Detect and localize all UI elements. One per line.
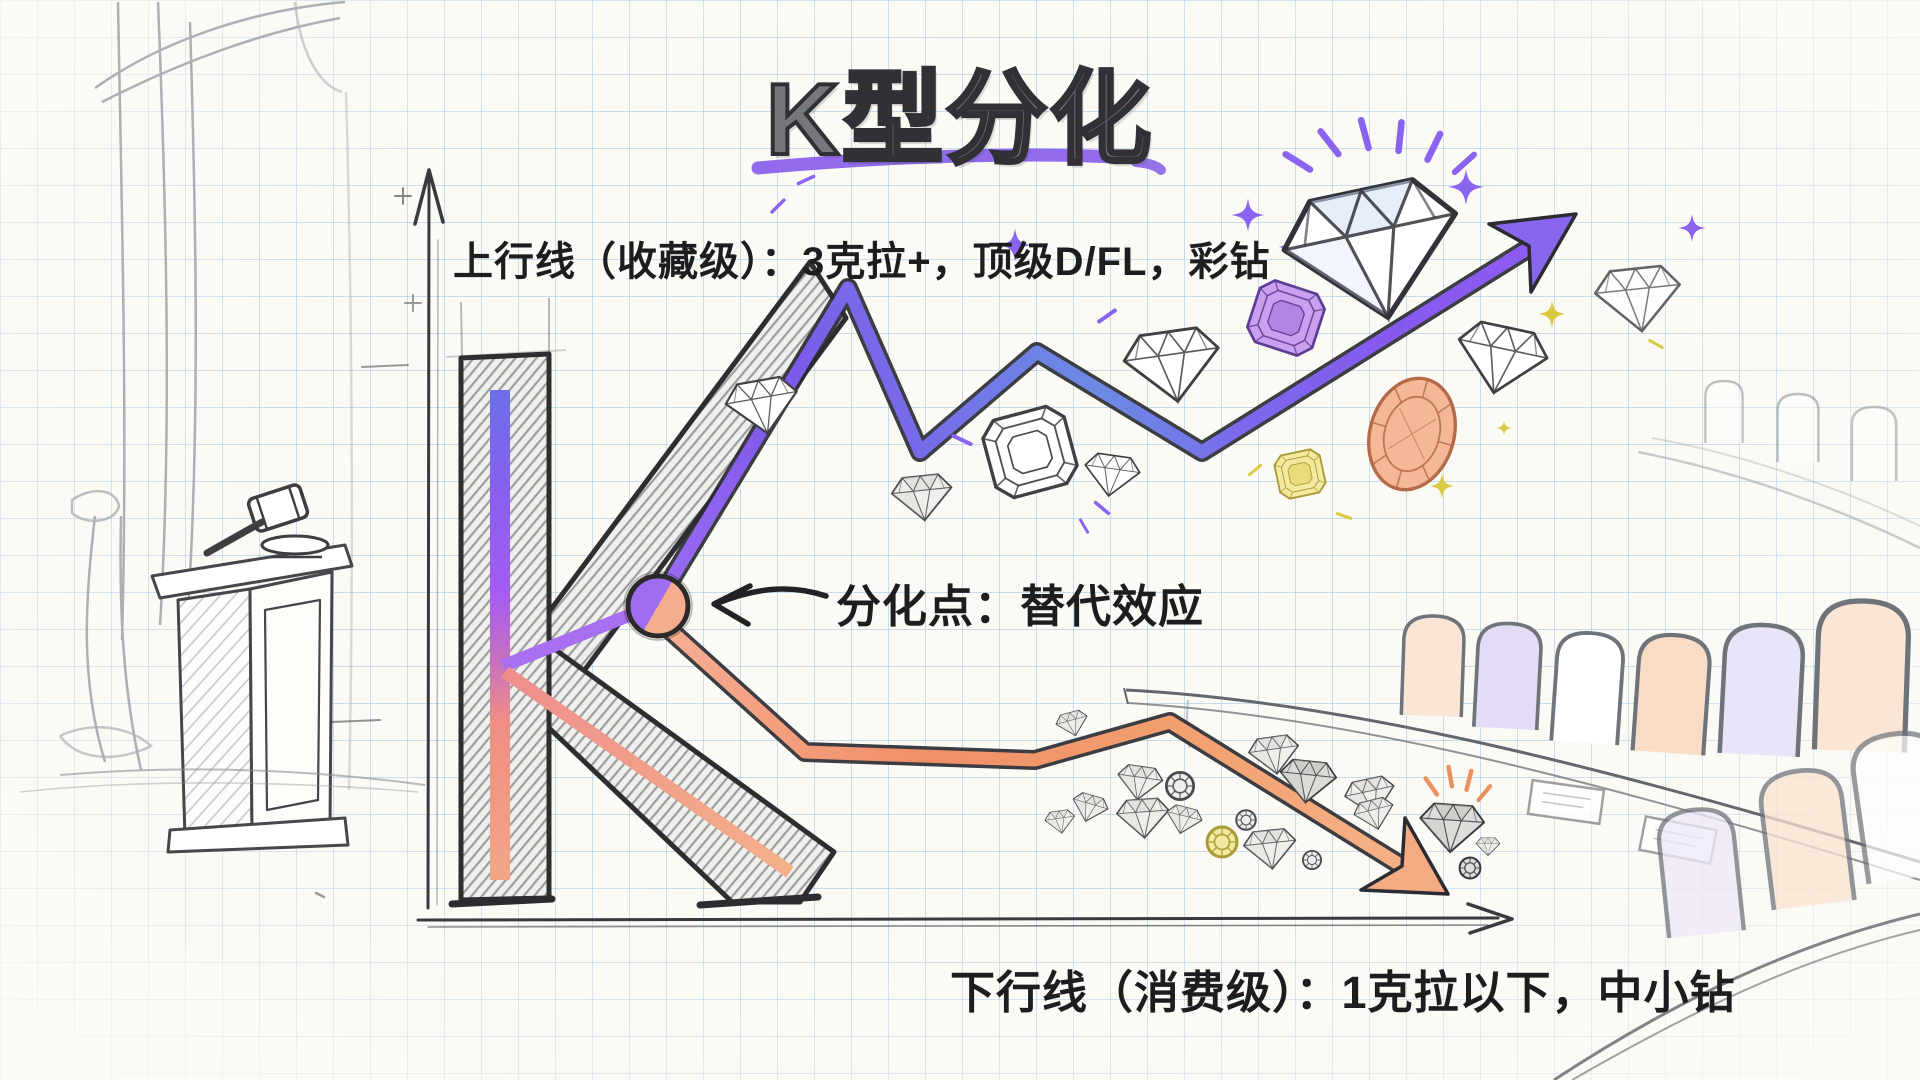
paper-icon [1526, 778, 1606, 826]
yellow-gem-icon [1271, 446, 1329, 502]
small-diamond-icon [1475, 837, 1501, 856]
diamond-icon [889, 472, 956, 525]
page-title: K型分化 [764, 62, 1154, 178]
small-diamond-icon [1417, 801, 1487, 856]
chair-icon [1720, 623, 1805, 757]
down-line-label: 下行线（消费级）：1克拉以下，中小钻 [950, 967, 1736, 1018]
diamond-icon [1080, 451, 1143, 501]
divergence-point-marker [623, 571, 693, 641]
diamond-icon [1591, 262, 1686, 337]
chair-icon [1549, 628, 1627, 748]
chair-icon [1758, 766, 1855, 910]
emerald-cut-gem-icon [977, 400, 1083, 504]
up-line-label: 上行线（收藏级）：3克拉+，顶级D/FL，彩钻 [453, 240, 1271, 284]
chair-icon [1633, 633, 1712, 756]
audience-rows [1123, 379, 1920, 1080]
x-axis-arrowhead [1466, 902, 1514, 935]
stage-curtain-sketch [58, 0, 354, 791]
y-axis-arrowhead [413, 168, 445, 226]
k-letter [445, 259, 849, 909]
small-diamond-icon [1043, 808, 1078, 836]
small-diamond-icon [1114, 762, 1165, 804]
axes [314, 168, 1514, 935]
round-gem-icon [1235, 809, 1257, 831]
gavel-icon [203, 483, 330, 559]
small-diamond-icon [1053, 708, 1092, 741]
auction-podium [19, 543, 426, 854]
diamond-icon [1448, 316, 1553, 404]
sparkle-icon [1678, 214, 1706, 242]
up-trend-line [650, 212, 1578, 608]
round-gem-icon [1164, 770, 1196, 802]
small-diamond-icon [1067, 790, 1111, 827]
small-diamond-icon [1115, 796, 1172, 841]
orange-gem-icon [1354, 366, 1470, 502]
round-gem-icon [1301, 849, 1323, 871]
round-gem-icon [1458, 856, 1482, 880]
chair-icon [1704, 379, 1744, 445]
small-diamond-icon [1241, 826, 1300, 873]
diamond-icon [1119, 323, 1227, 410]
chair-icon [1399, 613, 1467, 719]
down-trend-line [662, 622, 1450, 896]
divergence-annotation-arrow [711, 583, 829, 627]
chair-icon [1814, 599, 1909, 752]
k-lower-arm [546, 642, 837, 905]
chair-icon [1850, 405, 1898, 483]
yellow-round-gem-icon [1205, 825, 1239, 859]
sparkle-icon [1231, 198, 1265, 232]
small-diamond-icon [1162, 802, 1205, 839]
chair-icon [1776, 392, 1820, 464]
orange-sparkle-rays [1426, 767, 1490, 800]
up-arrowhead [1487, 212, 1578, 294]
title-underline [751, 148, 1166, 175]
chair-icon [1471, 620, 1545, 732]
purple-gem-icon [1242, 275, 1330, 361]
chair-icon [1656, 806, 1744, 938]
k-junction-stripe [500, 604, 643, 673]
divergence-point-label: 分化点：替代效应 [836, 581, 1205, 632]
down-arrowhead [1359, 816, 1450, 896]
k-lower-arm-stripe [501, 666, 794, 878]
